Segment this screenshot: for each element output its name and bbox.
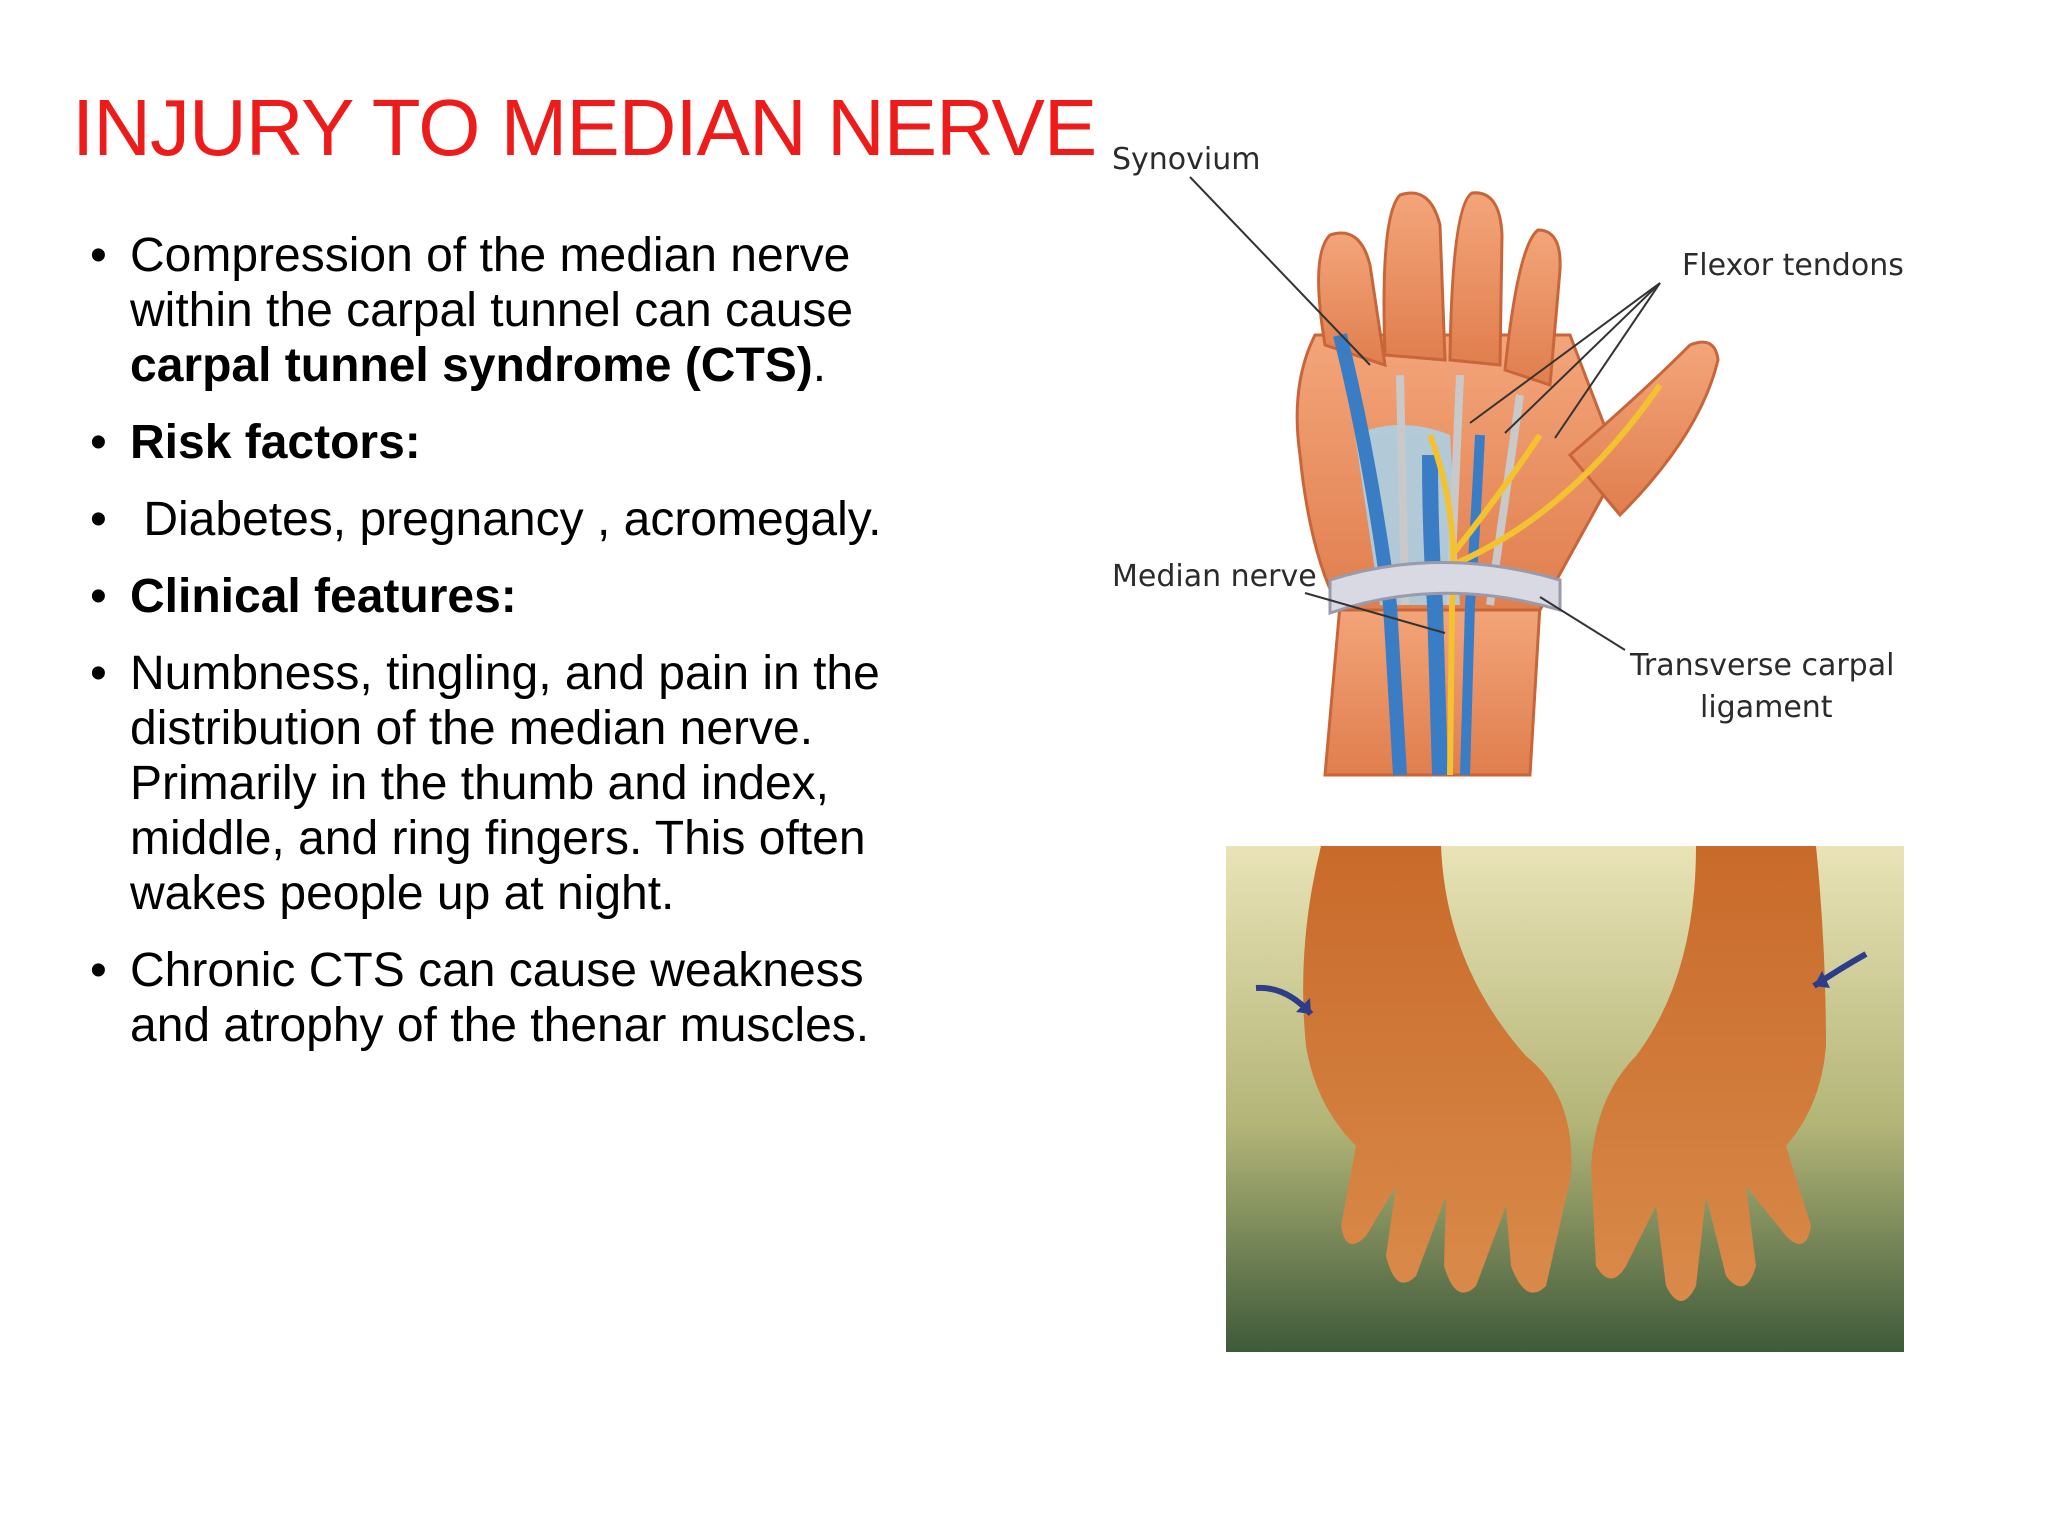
bullet-dot: • <box>90 647 107 700</box>
label-median-nerve: Median nerve <box>1112 559 1317 594</box>
bullet-dot: • <box>90 229 107 282</box>
hands-photo <box>1226 846 1904 1352</box>
label-transverse-carpal: Transverse carpal <box>1630 648 1895 683</box>
bullet-item-clinical-features: • Clinical features: <box>86 569 946 624</box>
bullet-item-chronic-cts: • Chronic CTS can cause weakness and atr… <box>86 943 946 1053</box>
bullet-dot: • <box>90 570 107 623</box>
bullet-item-numbness: • Numbness, tingling, and pain in the di… <box>86 646 946 921</box>
slide-title: INJURY TO MEDIAN NERVE <box>72 83 1097 172</box>
hands-photo-image <box>1226 846 1904 1352</box>
bullet-item-cts: • Compression of the median nerve within… <box>86 228 946 393</box>
hand-anatomy-diagram: Synovium Flexor tendons Median nerve Tra… <box>1100 135 1920 785</box>
label-flexor-tendons: Flexor tendons <box>1682 248 1904 283</box>
bullet-text: Chronic CTS can cause weakness and atrop… <box>130 944 870 1052</box>
bullet-dot: • <box>90 416 107 469</box>
bullet-text-end: . <box>812 339 827 392</box>
bullet-item-diabetes: • Diabetes, pregnancy , acromegaly. <box>86 492 946 547</box>
bullet-dot: • <box>90 493 107 546</box>
bullet-bold-text: carpal tunnel syndrome (CTS) <box>130 339 813 392</box>
hand-anatomy-illustration <box>1189 176 1720 777</box>
label-synovium: Synovium <box>1112 142 1261 177</box>
bullet-item-risk-factors: • Risk factors: <box>86 415 946 470</box>
label-ligament: ligament <box>1700 690 1833 725</box>
bullet-text: Numbness, tingling, and pain in the dist… <box>130 647 880 920</box>
bullet-dot: • <box>90 944 107 997</box>
bullet-list: • Compression of the median nerve within… <box>86 228 946 1075</box>
bullet-bold-text: Clinical features: <box>130 570 517 623</box>
bullet-text: Compression of the median nerve within t… <box>130 229 854 337</box>
bullet-bold-text: Risk factors: <box>130 416 421 469</box>
bullet-text: Diabetes, pregnancy , acromegaly. <box>130 493 882 546</box>
